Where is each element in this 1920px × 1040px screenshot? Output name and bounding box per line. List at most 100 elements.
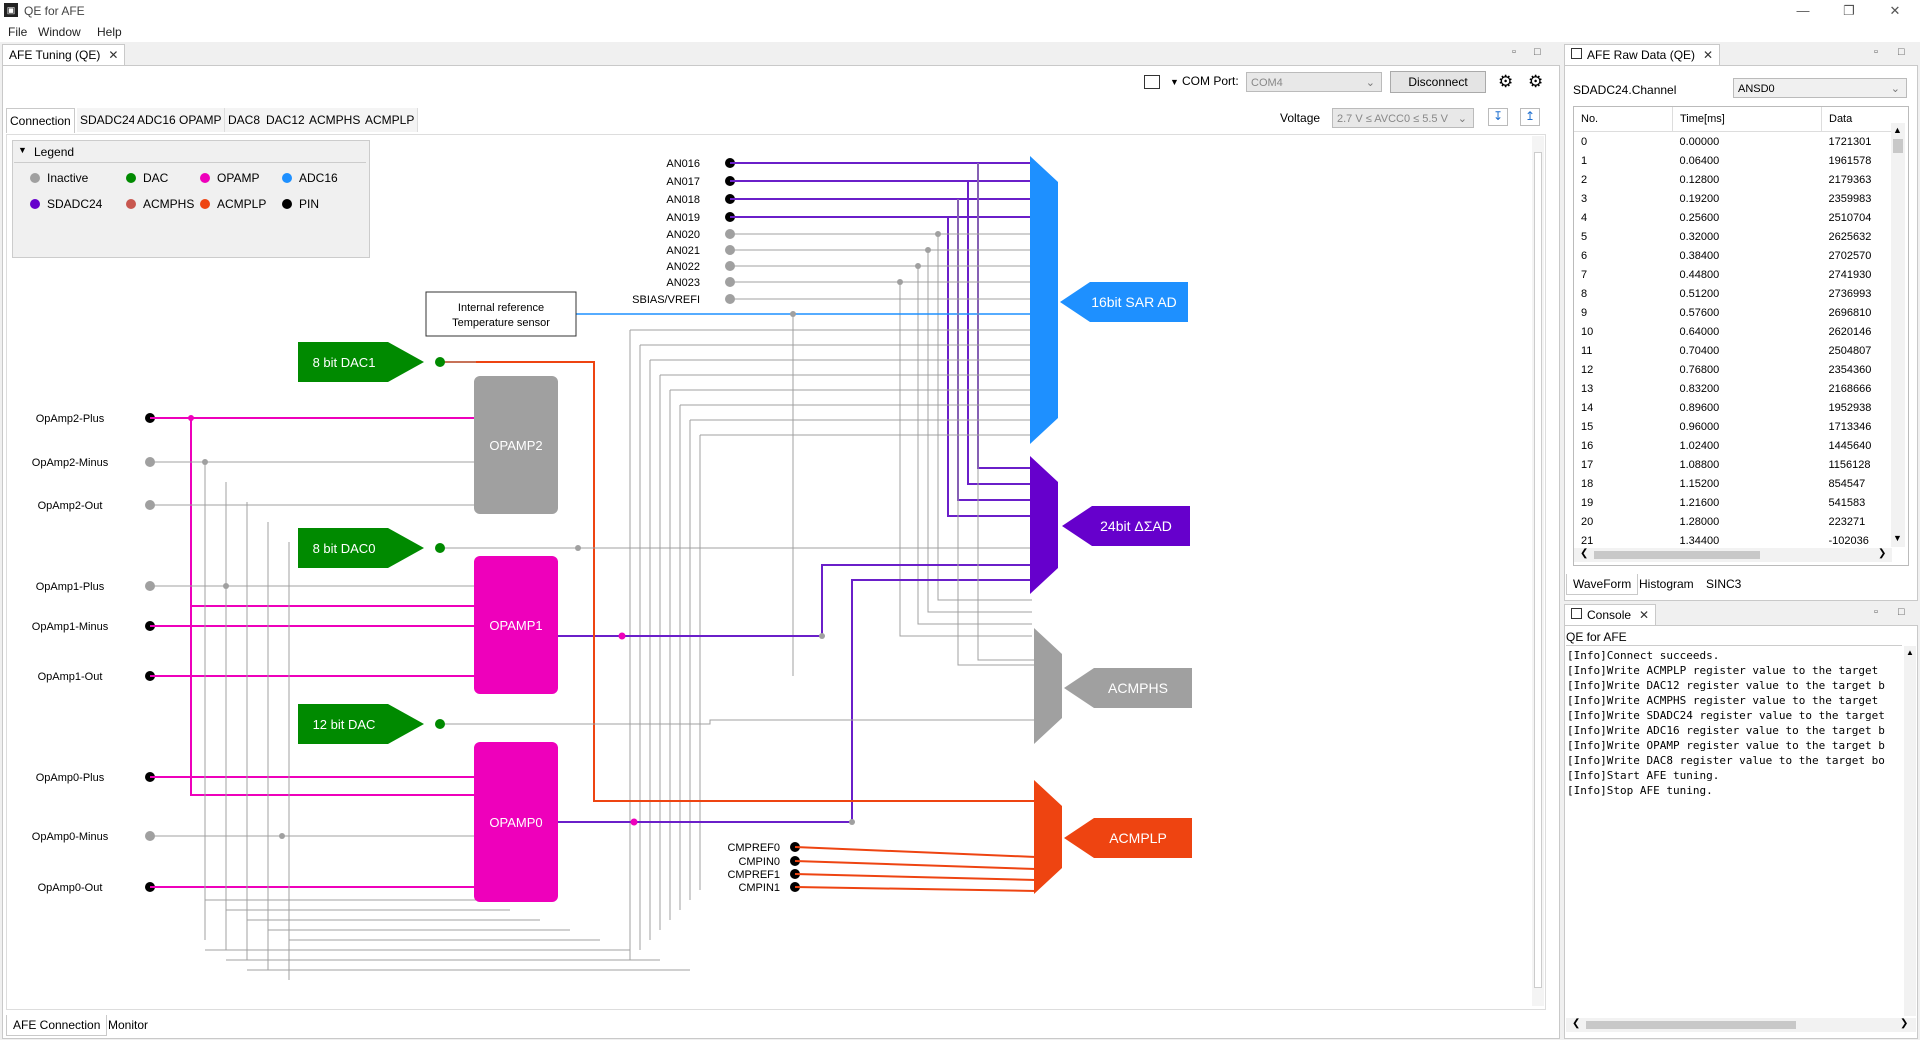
col-header-data[interactable]: Data <box>1821 107 1900 132</box>
menu-help[interactable]: Help <box>97 25 122 39</box>
tab-connection[interactable]: Connection <box>6 108 75 133</box>
channel-label: SDADC24.Channel <box>1573 83 1677 97</box>
table-horizontal-scrollbar[interactable]: ❮ ❯ <box>1574 548 1892 562</box>
gear-icon[interactable]: ⚙ <box>1498 72 1514 91</box>
minimize-window-button[interactable]: — <box>1796 3 1810 18</box>
temperature-sensor-label: Temperature sensor <box>452 317 550 329</box>
menu-file[interactable]: File <box>8 25 28 39</box>
close-icon[interactable]: ✕ <box>1639 608 1650 622</box>
console-vertical-scrollbar[interactable]: ▲ <box>1904 646 1916 1016</box>
chevron-down-icon: ⌄ <box>1890 83 1900 95</box>
row-data: 2504807 <box>1828 344 1872 357</box>
console-icon <box>1571 608 1582 619</box>
row-data: 2625632 <box>1828 230 1872 243</box>
minimize-icon[interactable]: ▫ <box>1512 46 1516 58</box>
maximize-icon[interactable]: □ <box>1534 46 1541 58</box>
afe-tuning-tab[interactable]: AFE Tuning (QE)✕ <box>2 44 126 65</box>
table-vertical-scrollbar[interactable]: ▲ ▼ <box>1891 123 1905 547</box>
close-icon[interactable]: ✕ <box>108 48 119 62</box>
dropdown-arrow-icon[interactable]: ▼ <box>1170 77 1179 87</box>
scroll-thumb[interactable] <box>1534 152 1542 988</box>
maximize-icon[interactable]: □ <box>1898 606 1905 618</box>
opamp-pin-label: OpAmp0-Out <box>38 882 103 894</box>
export-icon[interactable]: ↥ <box>1520 108 1540 126</box>
chevron-left-icon[interactable]: ❮ <box>1572 1018 1581 1029</box>
table-hscroll-thumb[interactable] <box>1594 551 1760 559</box>
tab-adc16[interactable]: ADC16 <box>134 108 180 132</box>
chevron-up-icon[interactable]: ▲ <box>1906 648 1914 657</box>
restore-window-button[interactable]: ❐ <box>1843 3 1855 18</box>
chevron-right-icon[interactable]: ❯ <box>1878 548 1887 559</box>
console-output[interactable]: [Info]Connect succeeds.[Info]Write ACMPL… <box>1566 645 1902 1016</box>
menu-window[interactable]: Window <box>38 25 81 39</box>
row-time: 0.64000 <box>1679 325 1720 338</box>
com-port-select[interactable]: COM4⌄ <box>1246 72 1382 92</box>
console-line: [Info]Write OPAMP register value to the … <box>1567 739 1885 752</box>
col-header-no[interactable]: No. <box>1574 107 1673 132</box>
tab-opamp[interactable]: OPAMP <box>176 108 226 132</box>
table-scroll-thumb[interactable] <box>1893 139 1903 153</box>
console-line: [Info]Stop AFE tuning. <box>1567 784 1713 797</box>
voltage-select[interactable]: 2.7 V ≤ AVCC0 ≤ 5.5 V⌄ <box>1332 108 1474 128</box>
channel-select[interactable]: ANSD0⌄ <box>1733 78 1907 98</box>
import-icon[interactable]: ↧ <box>1488 108 1508 126</box>
minimize-icon[interactable]: ▫ <box>1874 606 1878 618</box>
afe-raw-data-tab[interactable]: AFE Raw Data (QE)✕ <box>1564 44 1721 65</box>
chevron-down-icon[interactable]: ▼ <box>1893 533 1902 543</box>
disconnect-button[interactable]: Disconnect <box>1390 71 1486 93</box>
close-window-button[interactable]: ✕ <box>1889 3 1901 18</box>
minimize-icon[interactable]: ▫ <box>1874 46 1878 58</box>
tab-sdadc24[interactable]: SDADC24 <box>77 108 140 132</box>
tab-monitor[interactable]: Monitor <box>108 1018 149 1032</box>
tab-histogram[interactable]: Histogram <box>1639 577 1694 591</box>
tab-sinc3[interactable]: SINC3 <box>1706 577 1742 591</box>
tab-acmplp[interactable]: ACMPLP <box>362 108 419 132</box>
settings-gear-icon[interactable]: ⚙ <box>1528 72 1544 91</box>
collapse-triangle-icon[interactable]: ▼ <box>18 145 27 155</box>
tab-acmphs[interactable]: ACMPHS <box>306 108 365 132</box>
legend-header[interactable]: ▼ Legend <box>14 142 366 163</box>
wire <box>190 606 476 796</box>
maximize-icon[interactable]: □ <box>1898 46 1905 58</box>
chevron-right-icon[interactable]: ❯ <box>1900 1018 1909 1029</box>
wire <box>190 418 476 607</box>
opamp0-block-label: OPAMP0 <box>489 815 542 830</box>
row-data: 2168666 <box>1828 382 1872 395</box>
legend-dot-icon <box>126 173 136 183</box>
chevron-up-icon[interactable]: ▲ <box>1893 125 1902 135</box>
chevron-left-icon[interactable]: ❮ <box>1580 548 1589 559</box>
console-hscroll-thumb[interactable] <box>1586 1021 1796 1029</box>
col-header-time[interactable]: Time[ms] <box>1672 107 1822 132</box>
legend-title: Legend <box>34 145 75 159</box>
console-horizontal-scrollbar[interactable]: ❮ ❯ <box>1566 1018 1916 1032</box>
tab-dac12[interactable]: DAC12 <box>263 108 309 132</box>
console-tab[interactable]: Console✕ <box>1564 604 1657 625</box>
close-icon[interactable]: ✕ <box>1703 48 1714 62</box>
tab-waveform[interactable]: WaveForm <box>1566 574 1639 595</box>
record-icon[interactable] <box>1144 75 1160 89</box>
tab-afe-connection[interactable]: AFE Connection <box>6 1015 108 1036</box>
